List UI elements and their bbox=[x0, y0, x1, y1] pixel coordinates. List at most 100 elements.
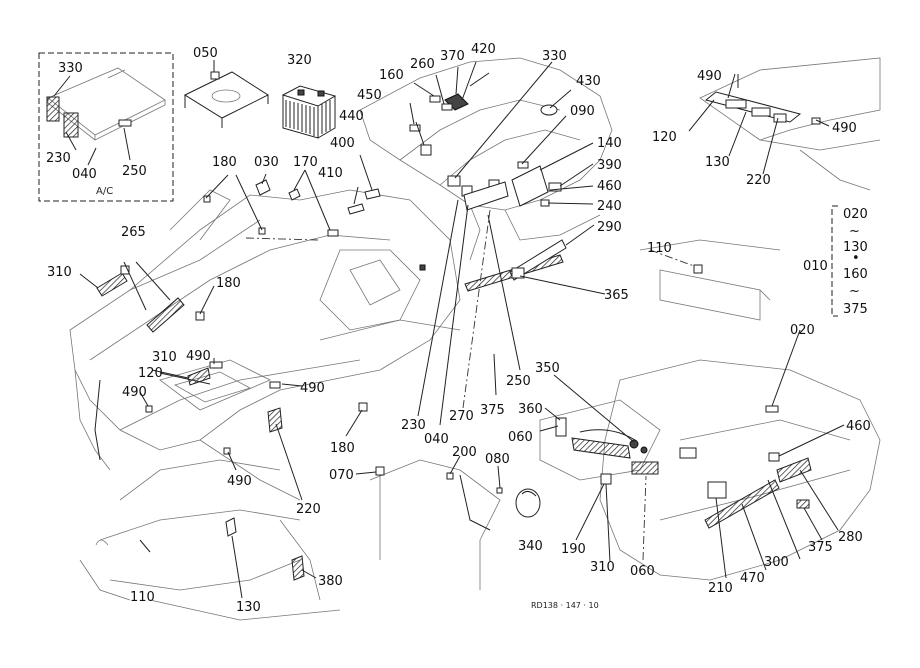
label-375: 375 bbox=[480, 403, 505, 418]
label-040-inset: 040 bbox=[72, 167, 97, 182]
dozer-blade bbox=[515, 399, 661, 518]
decal-265 bbox=[146, 297, 185, 333]
range-tilde-2: ~ bbox=[849, 284, 860, 299]
label-170: 170 bbox=[293, 155, 318, 170]
label-250-inset: 250 bbox=[122, 164, 147, 179]
label-310-lower: 310 bbox=[590, 560, 615, 575]
decal-375-b bbox=[796, 499, 810, 509]
decal-430 bbox=[540, 104, 558, 116]
decal-130-b bbox=[225, 517, 237, 537]
label-060-lower: 060 bbox=[630, 564, 655, 579]
label-110-lower: 110 bbox=[130, 590, 155, 605]
frame-decals bbox=[96, 179, 426, 581]
range-tilde-1: ~ bbox=[849, 224, 860, 239]
label-490-left: 490 bbox=[122, 385, 147, 400]
label-160: 160 bbox=[379, 68, 404, 83]
drawing-reference: RD138 · 147 · 10 bbox=[531, 601, 599, 610]
decal-390 bbox=[548, 182, 562, 192]
decal-360 bbox=[555, 417, 567, 437]
decal-060-b bbox=[631, 461, 659, 475]
range-dot: • bbox=[852, 251, 860, 266]
decal-170 bbox=[288, 188, 301, 201]
label-130-lower: 130 bbox=[236, 600, 261, 615]
label-050: 050 bbox=[193, 46, 218, 61]
label-310-left: 310 bbox=[47, 265, 72, 280]
label-490-mid: 490 bbox=[186, 349, 211, 364]
decal-260 bbox=[441, 103, 453, 111]
label-370: 370 bbox=[440, 49, 465, 64]
decal-160 bbox=[429, 95, 441, 103]
label-080: 080 bbox=[485, 452, 510, 467]
label-180-lower: 180 bbox=[330, 441, 355, 456]
decal-280 bbox=[776, 457, 812, 483]
label-120-lower: 120 bbox=[138, 366, 163, 381]
label-ac: A/C bbox=[96, 186, 113, 197]
label-410: 410 bbox=[318, 166, 343, 181]
decal-410 bbox=[347, 203, 365, 215]
decal-330-inset bbox=[46, 96, 60, 122]
label-180-mid: 180 bbox=[216, 276, 241, 291]
label-490-lower: 490 bbox=[227, 474, 252, 489]
decal-310-b bbox=[187, 367, 211, 386]
label-300: 300 bbox=[764, 555, 789, 570]
range-130: 130 bbox=[843, 240, 868, 255]
decal-450 bbox=[409, 124, 421, 132]
main-frame bbox=[69, 189, 461, 621]
label-180-top: 180 bbox=[212, 155, 237, 170]
decal-310-a bbox=[96, 272, 128, 297]
travel-lever bbox=[95, 459, 503, 590]
label-270: 270 bbox=[449, 409, 474, 424]
label-490-center: 490 bbox=[300, 381, 325, 396]
boom-top bbox=[169, 174, 263, 241]
decal-240 bbox=[540, 199, 550, 207]
label-390: 390 bbox=[597, 158, 622, 173]
label-360: 360 bbox=[518, 402, 543, 417]
label-210: 210 bbox=[708, 581, 733, 596]
label-365: 365 bbox=[604, 288, 629, 303]
decal-400 bbox=[364, 188, 381, 200]
label-380: 380 bbox=[318, 574, 343, 589]
range-375: 375 bbox=[843, 302, 868, 317]
label-310-mid: 310 bbox=[152, 350, 177, 365]
label-340: 340 bbox=[518, 539, 543, 554]
label-490-upper: 490 bbox=[697, 69, 722, 84]
label-320: 320 bbox=[287, 53, 312, 68]
label-290: 290 bbox=[597, 220, 622, 235]
label-030: 030 bbox=[254, 155, 279, 170]
label-450: 450 bbox=[357, 88, 382, 103]
label-070: 070 bbox=[329, 468, 354, 483]
decal-440 bbox=[420, 144, 432, 156]
label-460: 460 bbox=[597, 179, 622, 194]
label-190: 190 bbox=[561, 542, 586, 557]
side-panel-110 bbox=[639, 239, 781, 321]
label-060-left: 060 bbox=[508, 430, 533, 445]
label-430: 430 bbox=[576, 74, 601, 89]
label-470: 470 bbox=[740, 571, 765, 586]
label-460-lower: 460 bbox=[846, 419, 871, 434]
decal-230-inset bbox=[63, 112, 79, 138]
label-090: 090 bbox=[570, 104, 595, 119]
label-240: 240 bbox=[597, 199, 622, 214]
strip-290-365 bbox=[464, 239, 567, 292]
decal-140 bbox=[511, 165, 549, 207]
part-labels: 050 320 330 230 040 250 A/C 160 260 370 … bbox=[46, 42, 871, 615]
upper-cab bbox=[359, 57, 613, 261]
label-490-right: 490 bbox=[832, 121, 857, 136]
label-350: 350 bbox=[535, 361, 560, 376]
label-200: 200 bbox=[452, 445, 477, 460]
label-230: 230 bbox=[401, 418, 426, 433]
decal-310-c bbox=[571, 437, 631, 459]
label-375-lower: 375 bbox=[808, 540, 833, 555]
range-160: 160 bbox=[843, 267, 868, 282]
label-330: 330 bbox=[542, 49, 567, 64]
range-bracket bbox=[831, 205, 838, 317]
label-020: 020 bbox=[790, 323, 815, 338]
decal-380 bbox=[291, 555, 305, 581]
label-250: 250 bbox=[506, 374, 531, 389]
label-130-upper: 130 bbox=[705, 155, 730, 170]
leader-lines bbox=[79, 61, 845, 599]
label-120-upper: 120 bbox=[652, 130, 677, 145]
side-panel-upper-right bbox=[699, 57, 881, 191]
